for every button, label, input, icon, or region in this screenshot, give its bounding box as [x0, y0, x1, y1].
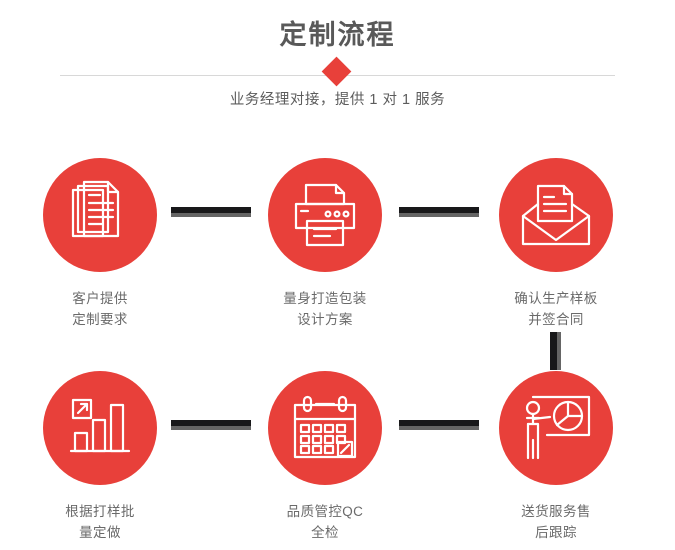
header: 定制流程 业务经理对接，提供 1 对 1 服务 — [0, 0, 675, 130]
flow-step-label: 量身打造包装 设计方案 — [283, 291, 367, 327]
bar-chart-growth-icon — [43, 371, 157, 485]
connector-shadow — [171, 213, 251, 217]
connector-horizontal-4 — [399, 420, 479, 430]
page-title: 定制流程 — [279, 20, 396, 50]
flow-step-label: 客户提供 定制要求 — [72, 291, 128, 327]
connector-bar — [550, 332, 557, 370]
flow-step-1[interactable]: 客户提供 定制要求 — [20, 158, 180, 330]
envelope-letter-icon — [499, 158, 613, 272]
connector-bar — [399, 420, 479, 426]
presenter-pie-chart-icon — [499, 371, 613, 485]
page-subtitle: 业务经理对接，提供 1 对 1 服务 — [229, 92, 446, 108]
printer-icon — [268, 158, 382, 272]
flow-step-3[interactable]: 确认生产样板 并签合同 — [476, 158, 636, 330]
flow-step-label: 根据打样批 量定做 — [65, 504, 135, 540]
flow-step-label: 送货服务售 后跟踪 — [521, 504, 591, 540]
flow-step-6[interactable]: 送货服务售 后跟踪 — [476, 371, 636, 543]
connector-shadow — [399, 213, 479, 217]
connector-shadow — [557, 332, 561, 370]
connector-vertical-1 — [550, 332, 561, 370]
flow-step-4[interactable]: 根据打样批 量定做 — [20, 371, 180, 543]
title-divider — [0, 56, 675, 87]
connector-bar — [399, 207, 479, 213]
documents-stack-icon — [43, 158, 157, 272]
flow-step-label: 确认生产样板 并签合同 — [514, 291, 598, 327]
connector-horizontal-3 — [171, 420, 251, 430]
connector-bar — [171, 420, 251, 426]
flow-step-label: 品质管控QC 全检 — [286, 504, 364, 540]
connector-shadow — [399, 426, 479, 430]
flow-step-5[interactable]: 品质管控QC 全检 — [245, 371, 405, 543]
calendar-check-icon — [268, 371, 382, 485]
flow-step-2[interactable]: 量身打造包装 设计方案 — [245, 158, 405, 330]
connector-horizontal-1 — [171, 207, 251, 217]
connector-bar — [171, 207, 251, 213]
connector-shadow — [171, 426, 251, 430]
connector-horizontal-2 — [399, 207, 479, 217]
